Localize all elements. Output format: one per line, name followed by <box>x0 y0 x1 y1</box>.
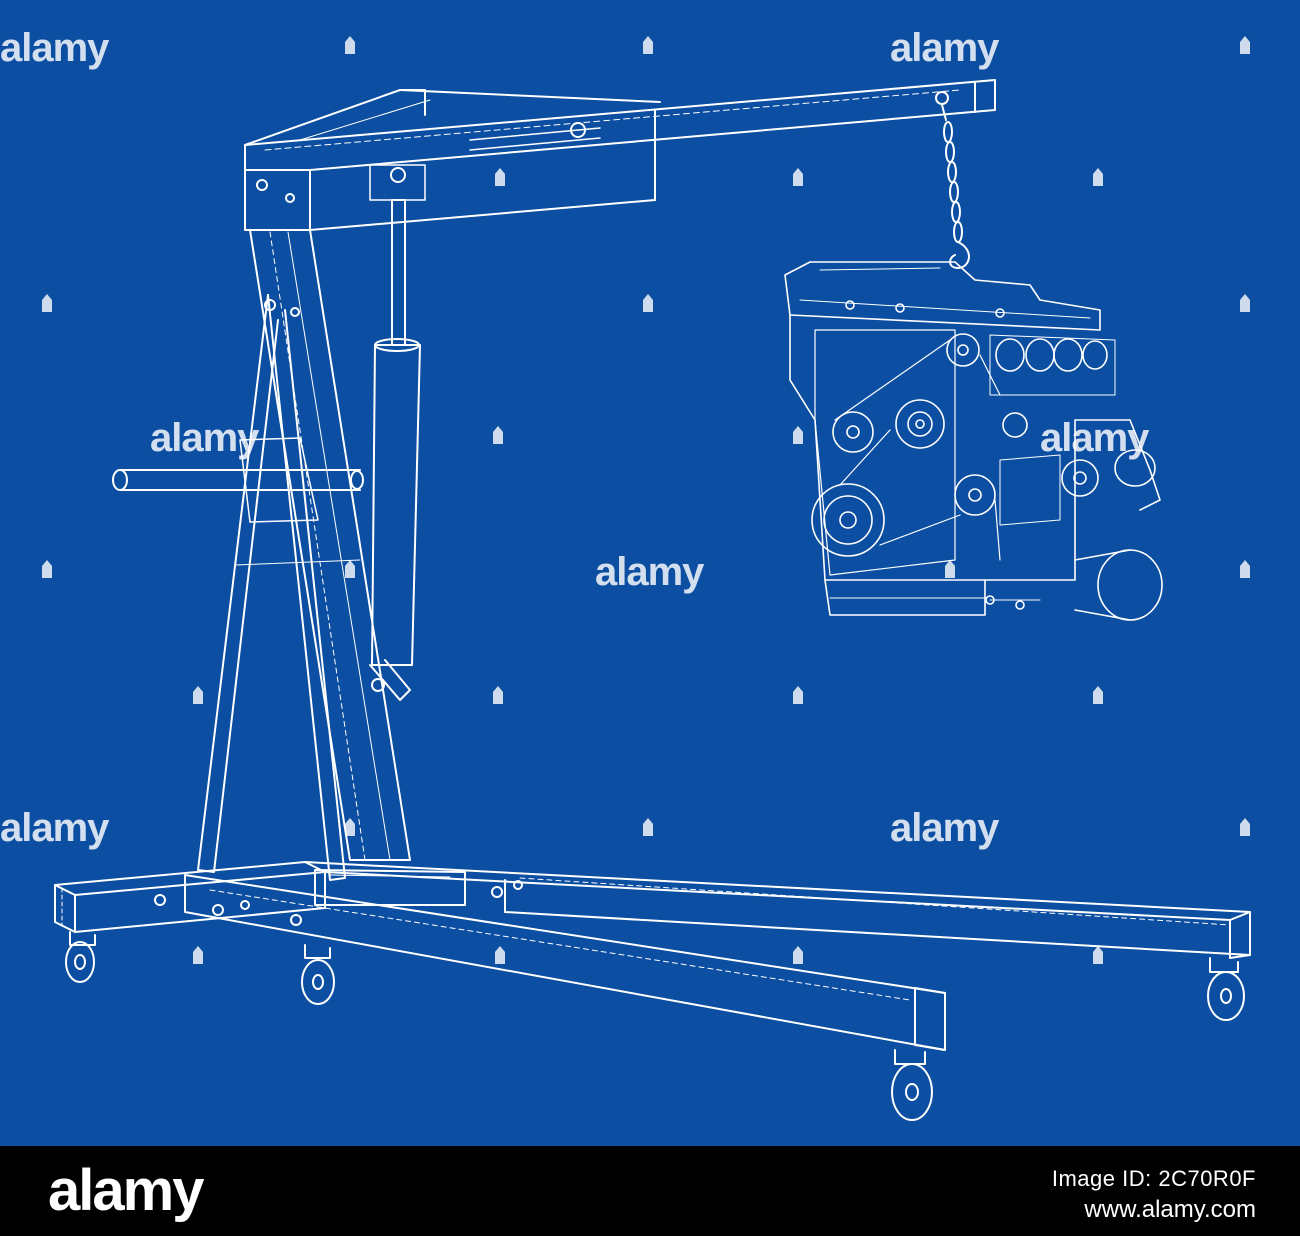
hydraulic-ram <box>369 164 426 701</box>
image-id-label: Image ID: 2C70R0F <box>1051 1166 1256 1191</box>
watermark-mark-icon <box>1093 168 1103 186</box>
watermark-mark-icon <box>1240 36 1250 54</box>
watermark-marks <box>42 36 1250 964</box>
watermark-mark-icon <box>193 686 203 704</box>
watermark-logo: alamy <box>890 806 999 850</box>
watermark-mark-icon <box>945 560 955 578</box>
watermark-mark-icon <box>495 168 505 186</box>
watermark-mark-icon <box>643 294 653 312</box>
blueprint-scene: alamy alamy alamy alamy alamy alamy alam… <box>0 0 1300 1146</box>
watermark-mark-icon <box>495 946 505 964</box>
footer-meta: Image ID: 2C70R0F www.alamy.com <box>1052 1166 1256 1224</box>
watermark-mark-icon <box>493 686 503 704</box>
watermark-mark-icon <box>1240 294 1250 312</box>
watermark-mark-icon <box>793 168 803 186</box>
watermark-logo: alamy <box>1040 416 1149 460</box>
watermark-logo: alamy <box>0 26 109 70</box>
watermark-mark-icon <box>793 686 803 704</box>
watermark-mark-icon <box>345 36 355 54</box>
hoist-boom <box>244 79 996 231</box>
watermark-logo: alamy <box>890 26 999 70</box>
watermark-logo: alamy <box>0 806 109 850</box>
site-url: www.alamy.com <box>1084 1196 1256 1223</box>
watermark-mark-icon <box>793 426 803 444</box>
watermark-mark-icon <box>1240 818 1250 836</box>
watermark-logo: alamy <box>595 550 704 594</box>
watermark-mark-icon <box>42 560 52 578</box>
watermark-mark-icon <box>345 560 355 578</box>
car-engine <box>784 261 1163 621</box>
watermark-mark-icon <box>345 818 355 836</box>
watermark-mark-icon <box>1093 686 1103 704</box>
watermark-mark-icon <box>493 426 503 444</box>
watermark-mark-icon <box>793 946 803 964</box>
watermark-mark-icon <box>1093 946 1103 964</box>
stock-footer: alamy Image ID: 2C70R0F www.alamy.com <box>0 1146 1300 1236</box>
hoist-base <box>54 861 1251 1051</box>
watermark-mark-icon <box>643 818 653 836</box>
engine-hoist-drawing <box>54 79 1251 1121</box>
hoist-handle <box>112 469 364 491</box>
hoist-chain <box>941 104 970 269</box>
watermark-mark-icon <box>193 946 203 964</box>
hoist-casters <box>65 931 1245 1121</box>
watermark-logo: alamy <box>150 416 259 460</box>
watermark-mark-icon <box>42 294 52 312</box>
watermark-mark-icon <box>1240 560 1250 578</box>
footer-logo: alamy <box>48 1158 204 1223</box>
watermark-mark-icon <box>643 36 653 54</box>
